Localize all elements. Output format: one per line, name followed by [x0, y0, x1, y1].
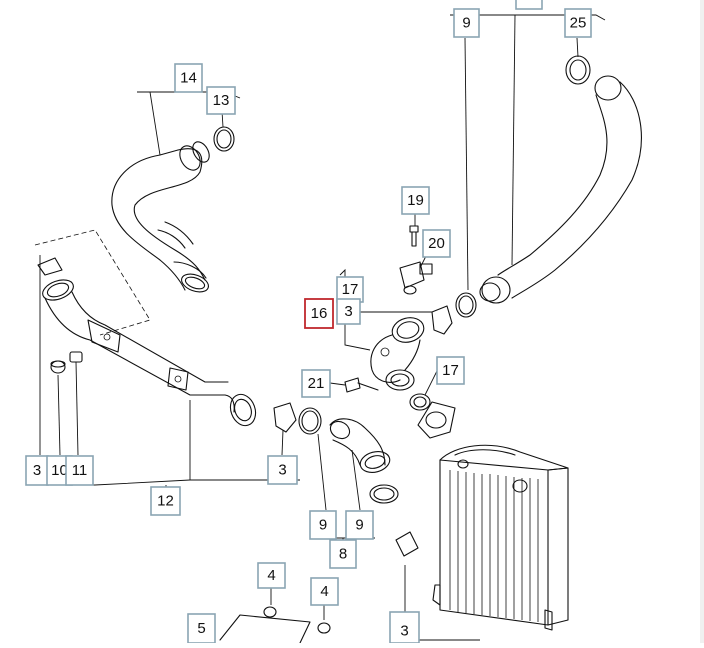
callout-4-right[interactable]: 4	[310, 577, 339, 606]
svg-text:8: 8	[339, 546, 347, 563]
svg-text:4: 4	[320, 583, 328, 600]
callout-9-lower-right[interactable]: 9	[345, 510, 374, 540]
svg-text:17: 17	[342, 281, 359, 298]
o-ring-13	[213, 126, 235, 152]
intake-elbow-16	[370, 317, 425, 391]
vertical-scrollbar[interactable]	[700, 0, 704, 643]
bolt-21	[344, 377, 379, 393]
svg-text:13: 13	[213, 92, 230, 109]
svg-text:3: 3	[344, 303, 352, 320]
callout-12[interactable]: 12	[150, 486, 181, 516]
o-ring-9-upper	[455, 292, 477, 318]
callout-3-upper[interactable]: 3	[336, 298, 361, 325]
svg-text:11: 11	[72, 462, 88, 479]
callout-3-bottom[interactable]: 3	[389, 611, 420, 644]
callout-25[interactable]: 25	[564, 8, 592, 38]
callout-14[interactable]: 14	[174, 63, 203, 93]
callout-9-lower-left[interactable]: 9	[309, 510, 337, 540]
svg-text:5: 5	[197, 620, 205, 637]
svg-text:12: 12	[157, 493, 174, 510]
svg-text:19: 19	[407, 192, 424, 209]
callout-17-lower[interactable]: 17	[436, 356, 465, 385]
svg-text:3: 3	[33, 462, 41, 479]
callout-16-highlighted[interactable]: 16	[304, 298, 334, 329]
svg-text:17: 17	[442, 362, 459, 379]
clip-3-upper	[431, 305, 453, 335]
svg-text:20: 20	[428, 235, 445, 252]
svg-text:9: 9	[462, 15, 470, 32]
callout-13[interactable]: 13	[206, 86, 236, 115]
bolt-19	[409, 225, 419, 247]
bracket-5	[219, 606, 331, 644]
upper-right-hose	[479, 55, 642, 304]
o-ring-9-left	[298, 407, 322, 435]
intercooler	[432, 444, 569, 631]
plug-parts	[50, 351, 83, 374]
svg-text:9: 9	[319, 517, 327, 534]
o-ring-17	[409, 393, 431, 411]
callout-9-top[interactable]: 9	[453, 8, 480, 38]
callout-3-mid[interactable]: 3	[267, 455, 298, 485]
callout-20[interactable]: 20	[422, 229, 451, 258]
callout-21[interactable]: 21	[301, 369, 331, 398]
svg-text:25: 25	[570, 15, 587, 32]
clip-3-lower	[395, 531, 419, 557]
callout-17-upper[interactable]: 17	[336, 276, 364, 303]
callout-19[interactable]: 19	[401, 186, 430, 215]
callout-3-left[interactable]: 3	[25, 455, 49, 486]
svg-text:14: 14	[180, 70, 197, 87]
o-ring-9-lower	[369, 484, 399, 504]
svg-text:3: 3	[278, 462, 286, 479]
callout-top-partial	[515, 0, 543, 10]
svg-text:10: 10	[51, 462, 68, 479]
elbow-pipe-8	[329, 418, 391, 473]
upper-left-hose	[111, 141, 210, 293]
svg-text:16: 16	[311, 305, 328, 322]
callout-11[interactable]: 11	[65, 455, 94, 486]
callout-5[interactable]: 5	[187, 613, 216, 644]
svg-text:21: 21	[308, 375, 325, 392]
intercooler-flange	[417, 401, 456, 439]
svg-text:3: 3	[400, 623, 408, 640]
callout-8[interactable]: 8	[329, 539, 357, 569]
charge-pipe-left	[34, 229, 257, 427]
callout-4-left[interactable]: 4	[257, 562, 286, 589]
svg-text:9: 9	[355, 517, 363, 534]
svg-text:4: 4	[267, 567, 275, 584]
clip-3-left	[273, 402, 297, 433]
sensor-20	[399, 261, 433, 295]
